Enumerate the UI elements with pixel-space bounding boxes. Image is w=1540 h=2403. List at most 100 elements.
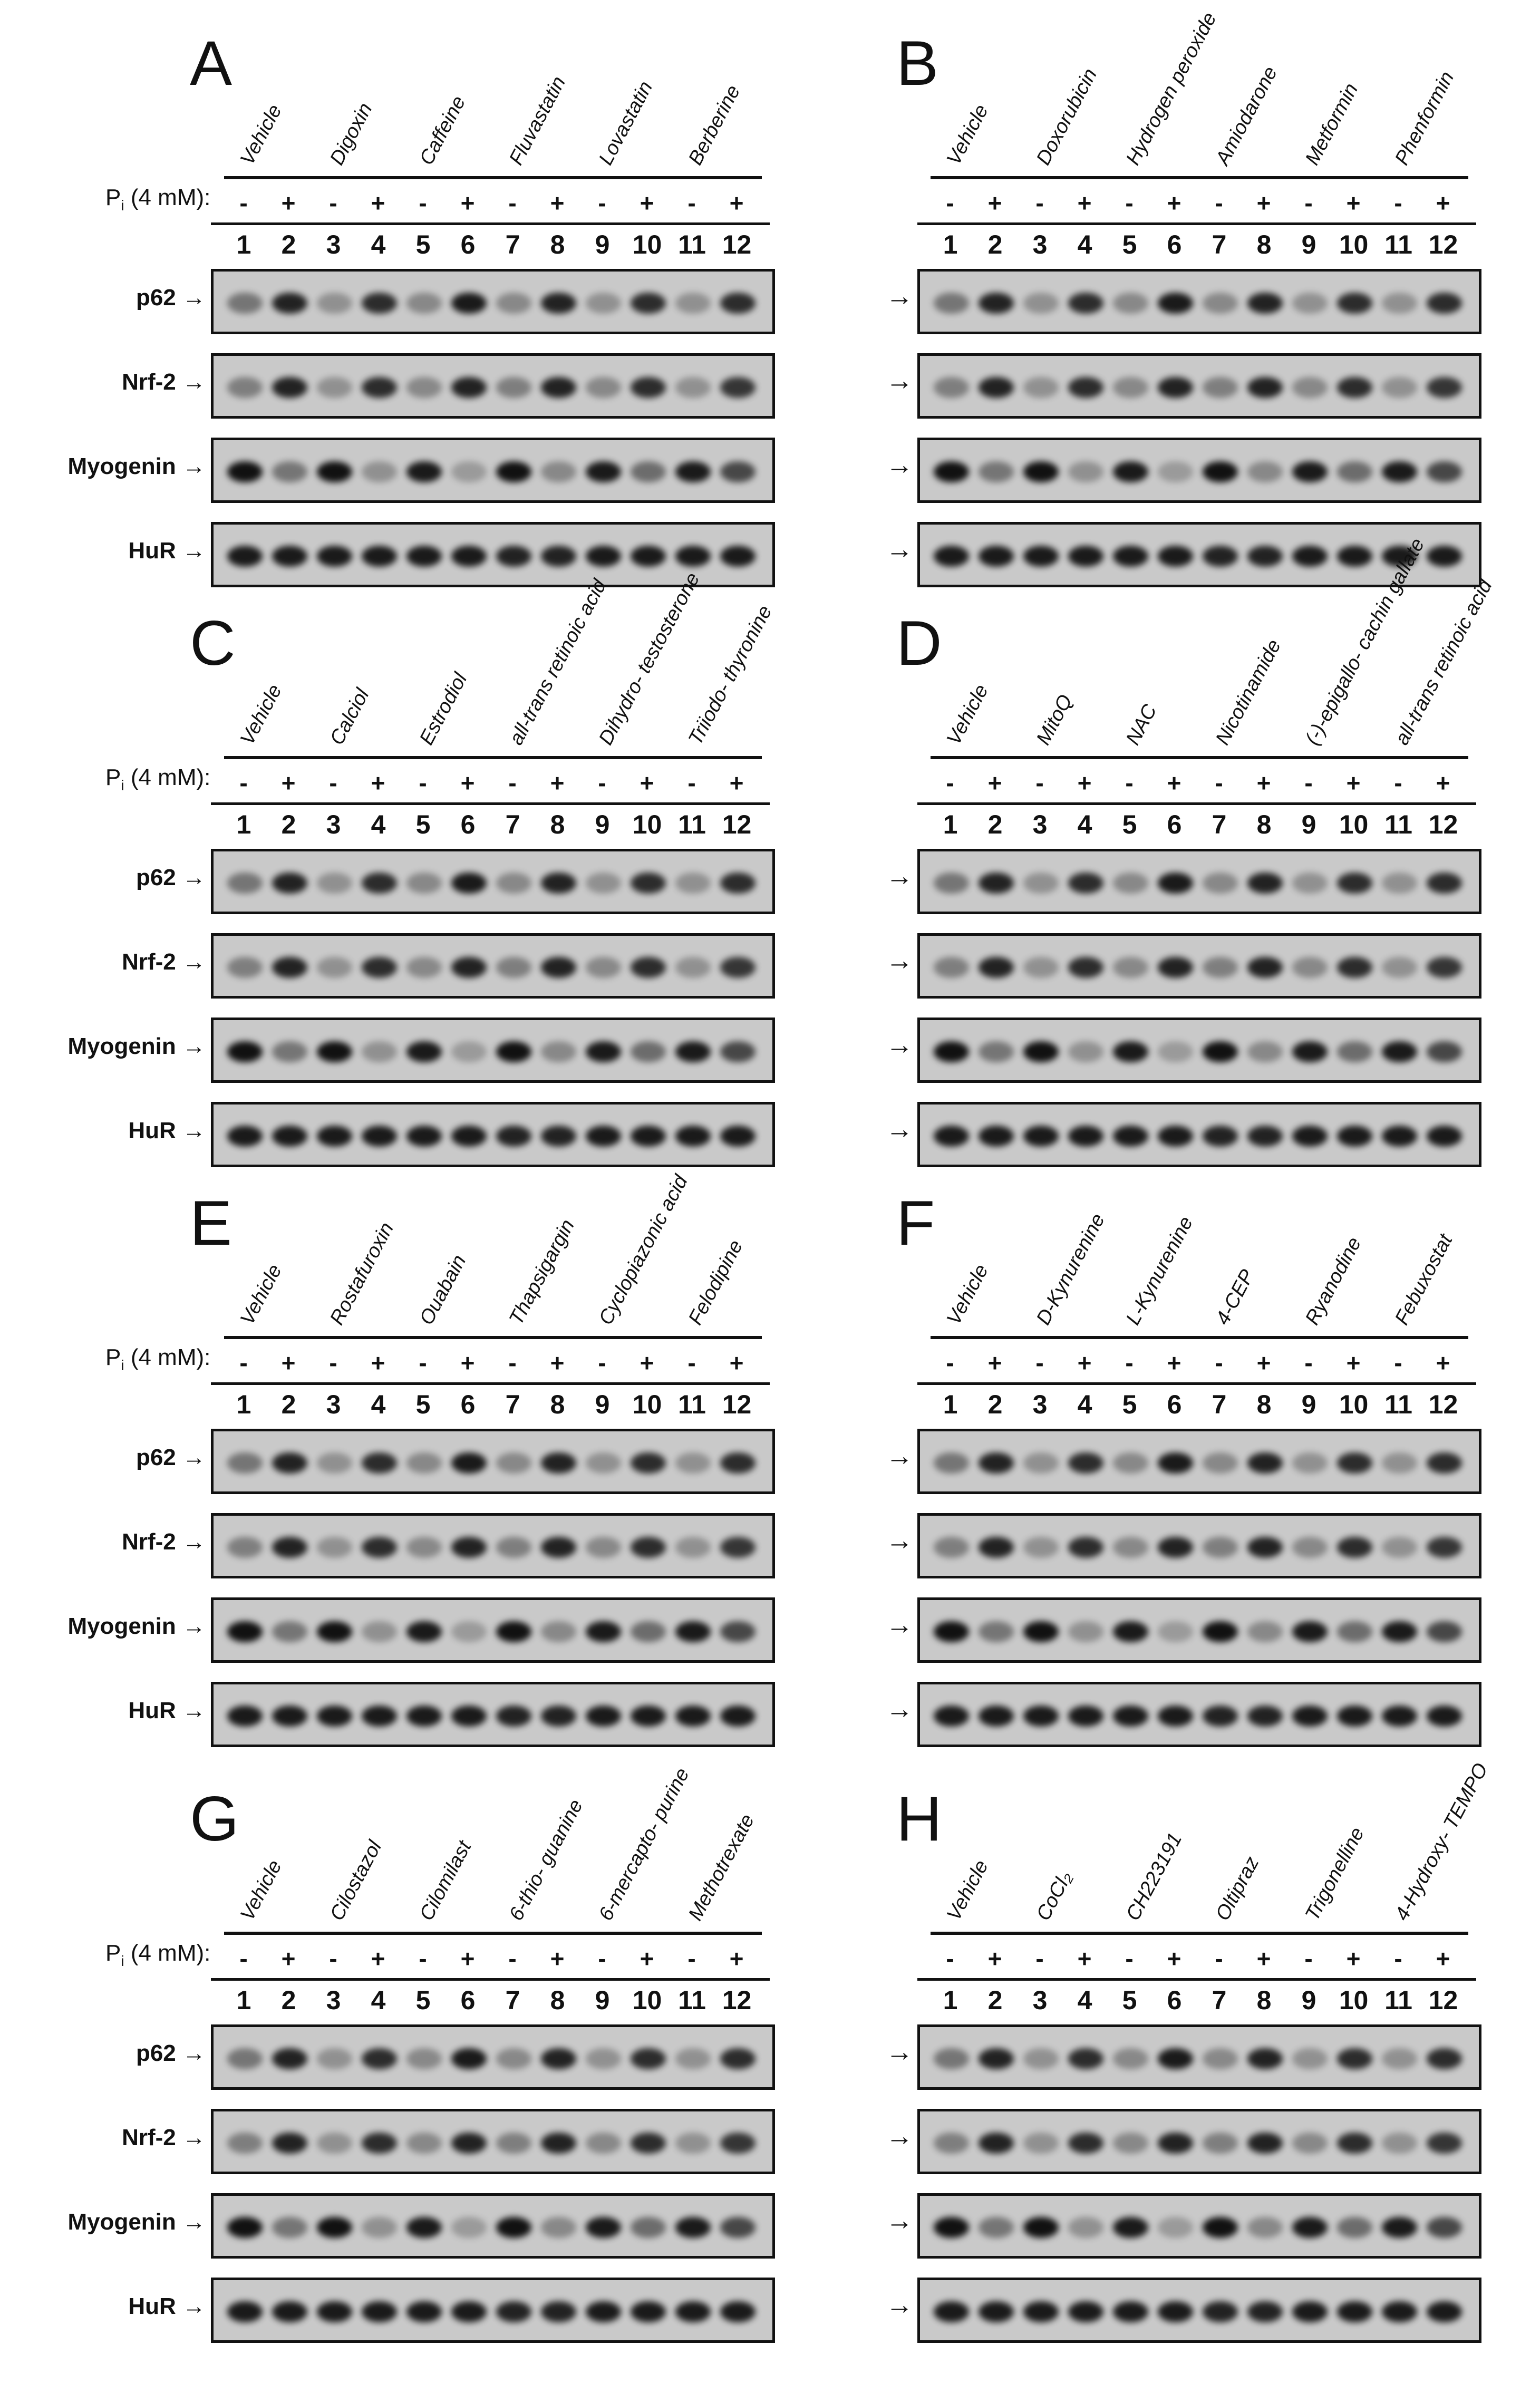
blot-row-myogenin: → (886, 438, 1481, 503)
treatment-label: Febuxostat (1391, 1230, 1457, 1329)
blot-band (979, 461, 1014, 482)
blot-band (1203, 873, 1238, 894)
blot-band (362, 461, 397, 482)
blot-band (406, 293, 442, 314)
lane-number: 3 (326, 230, 341, 259)
protein-label: HuR → (128, 2293, 206, 2319)
pi-plus-sign: + (640, 1945, 654, 1972)
blot-band (586, 1706, 621, 1727)
blot-band (451, 1452, 487, 1474)
blot-band (1427, 293, 1462, 314)
pi-plus-sign: + (1436, 1349, 1450, 1377)
arrow-icon: → (886, 1525, 913, 1556)
blot-row-myogenin: → (886, 2193, 1481, 2259)
blot-band (720, 873, 756, 894)
blot-row-myogenin: Myogenin → (67, 1597, 775, 1663)
pi-plus-sign: + (1077, 189, 1092, 217)
blot-row-hur: → (886, 1102, 1481, 1167)
pi-plus-sign: + (1167, 769, 1181, 797)
treatment-group: all-trans retinoic acid (1379, 576, 1497, 759)
treatment-label: Nicotinamide (1212, 636, 1286, 749)
blot-band (1023, 1126, 1059, 1147)
lane-number: 8 (1256, 230, 1272, 259)
blot-band (1023, 2133, 1059, 2154)
lane-number: 5 (1122, 1985, 1137, 2015)
blot-band (1292, 546, 1328, 567)
pi-plus-sign: + (1256, 189, 1271, 217)
lane-number: 1 (236, 230, 251, 259)
treatment-label: Felodipine (684, 1236, 748, 1329)
pi-plus-sign: + (1167, 189, 1181, 217)
pi-minus-sign: - (598, 1945, 606, 1972)
pi-plus-sign: + (1436, 1945, 1450, 1972)
blot-band (720, 1041, 756, 1062)
treatment-label: Amiodarone (1212, 63, 1282, 169)
blot-band (451, 1706, 487, 1727)
blot-band (317, 2301, 352, 2322)
blot-band (934, 461, 969, 482)
panel-letter: D (896, 608, 942, 679)
treatment-group: all-trans retinoic acid (493, 576, 611, 759)
blot-band (541, 2217, 576, 2238)
blot-band (979, 1706, 1014, 1727)
lane-number: 9 (1301, 810, 1316, 839)
pi-minus-sign: - (1215, 1945, 1223, 1972)
arrow-icon: → (886, 2290, 913, 2320)
blot-band (586, 1126, 621, 1147)
sign-underline (211, 1382, 770, 1385)
lane-number: 7 (1212, 810, 1227, 839)
blot-band (272, 546, 307, 567)
blot-strip (917, 849, 1481, 914)
panel-letter: F (896, 1188, 935, 1258)
blot-strip (917, 2193, 1481, 2259)
blot-band (496, 293, 531, 314)
blot-row-myogenin: Myogenin → (67, 2193, 775, 2259)
blot-band (362, 1041, 397, 1062)
treatment-group: Thapsigargin (493, 1181, 583, 1339)
lane-number: 9 (595, 810, 610, 839)
lane-number: 1 (236, 1985, 251, 2015)
blot-band (934, 957, 969, 978)
blot-band (541, 1706, 576, 1727)
treatment-underline (224, 1932, 314, 1935)
blot-band (317, 1537, 352, 1558)
blot-band (227, 1621, 263, 1642)
blot-row-nrf2: → (886, 2109, 1481, 2174)
treatment-underline (224, 1336, 314, 1339)
pi-plus-sign: + (729, 1349, 744, 1377)
blot-band (496, 2217, 531, 2238)
blot-band (1247, 873, 1283, 894)
blot-band (1068, 1621, 1103, 1642)
blot-band (1382, 2217, 1417, 2238)
blot-band (227, 2133, 263, 2154)
blot-band (1158, 293, 1193, 314)
pi-plus-sign: + (1436, 189, 1450, 217)
treatment-group: CH223191 (1110, 1777, 1199, 1935)
blot-band (1203, 2301, 1238, 2322)
arrow-icon: → (886, 2121, 913, 2152)
blot-band (272, 2217, 307, 2238)
treatment-label: Calciol (326, 685, 374, 749)
blot-band (227, 546, 263, 567)
blot-band (1337, 293, 1372, 314)
treatment-underline (1020, 1932, 1110, 1935)
arrow-icon: → (886, 281, 913, 312)
blot-band (1292, 293, 1328, 314)
lane-number: 12 (1428, 230, 1458, 259)
pi-plus-sign: + (1077, 769, 1092, 797)
pi-plus-sign: + (1346, 1945, 1361, 1972)
blot-band (1292, 461, 1328, 482)
pi-plus-sign: + (1436, 769, 1450, 797)
sign-underline (917, 222, 1476, 225)
blot-band (1158, 461, 1193, 482)
treatment-group: Fluvastatin (493, 21, 583, 179)
blot-band (1023, 2217, 1059, 2238)
blot-band (496, 2048, 531, 2069)
blot-strip (917, 933, 1481, 999)
blot-band (451, 957, 487, 978)
pi-plus-sign: + (281, 1945, 296, 1972)
treatment-label: Vehicle (943, 681, 993, 749)
blot-band (1203, 2217, 1238, 2238)
